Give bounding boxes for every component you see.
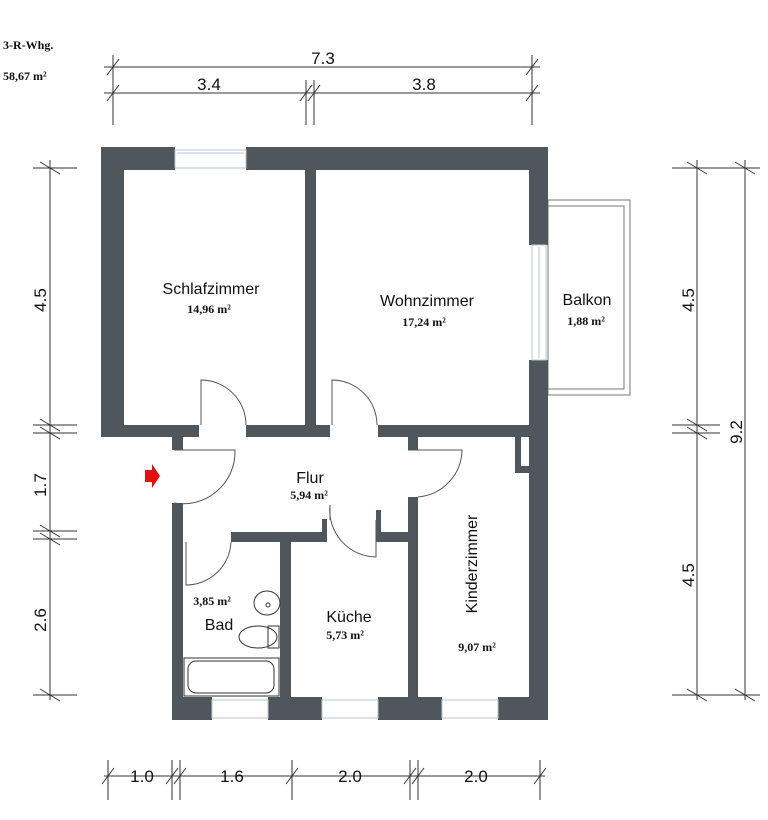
bottom-dimensions: 1.0 1.6 2.0 2.0	[101, 760, 547, 800]
room-flur: Flur 5,94 m²	[290, 470, 328, 502]
dim-total-width: 7.3	[311, 49, 335, 68]
right-dimensions: 4.5 4.5 9.2	[672, 160, 760, 702]
room-area: 1,88 m²	[567, 314, 605, 328]
dim-left-2: 1.7	[31, 473, 50, 497]
dim-bottom-3: 2.0	[338, 767, 362, 786]
room-schlafzimmer: Schlafzimmer 14,96 m²	[163, 281, 261, 316]
room-name: Flur	[296, 470, 324, 487]
room-name: Schlafzimmer	[163, 281, 261, 298]
toilet	[238, 625, 280, 649]
room-name: Küche	[326, 609, 371, 626]
room-kueche: Küche 5,73 m²	[326, 609, 372, 642]
doors	[173, 379, 463, 586]
dim-bottom-1: 1.0	[130, 767, 154, 786]
dim-right-2: 4.5	[679, 563, 698, 587]
dim-left-3: 2.6	[31, 608, 50, 632]
room-area: 14,96 m²	[187, 302, 231, 316]
top-dimensions: 7.3 3.4 3.8	[104, 49, 540, 125]
dim-top-2: 3.8	[412, 75, 436, 94]
dim-left-1: 4.5	[31, 288, 50, 312]
room-area: 9,07 m²	[458, 640, 496, 654]
dim-right-1: 4.5	[679, 288, 698, 312]
room-area: 5,94 m²	[290, 488, 328, 502]
left-dimensions: 4.5 1.7 2.6	[31, 160, 77, 702]
entrance-arrow-icon	[145, 464, 160, 488]
room-kinderzimmer: Kinderzimmer 9,07 m²	[458, 514, 496, 654]
windows	[174, 149, 547, 719]
room-name: Balkon	[563, 292, 612, 309]
room-name: Bad	[205, 617, 233, 634]
apartment-type: 3-R-Whg.	[3, 38, 53, 52]
room-wohnzimmer: Wohnzimmer 17,24 m²	[380, 293, 475, 329]
room-area: 5,73 m²	[326, 628, 364, 642]
total-area: 58,67 m²	[3, 69, 47, 83]
walls	[101, 147, 548, 720]
sink	[253, 590, 281, 616]
room-name: Kinderzimmer	[464, 514, 481, 613]
dim-top-1: 3.4	[197, 75, 221, 94]
bathtub	[183, 657, 280, 697]
room-bad: 3,85 m² Bad	[193, 594, 233, 634]
room-area: 17,24 m²	[402, 315, 446, 329]
room-balkon: Balkon 1,88 m²	[563, 292, 612, 328]
room-name: Wohnzimmer	[380, 293, 475, 310]
dim-total-height: 9.2	[727, 420, 746, 444]
balcony-railing	[547, 199, 631, 396]
dim-bottom-2: 1.6	[220, 767, 244, 786]
room-area: 3,85 m²	[193, 594, 231, 608]
dim-bottom-4: 2.0	[464, 767, 488, 786]
